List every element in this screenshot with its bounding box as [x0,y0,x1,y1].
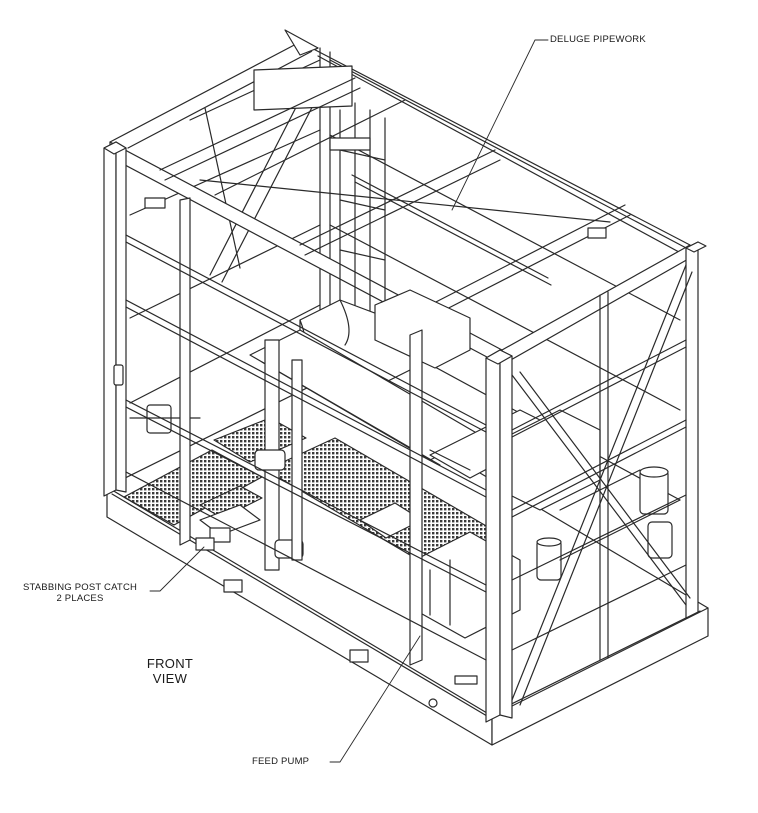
front-view-title: FRONT VIEW [130,656,210,686]
feed-pump-label: FEED PUMP [252,756,310,767]
leader-lines [150,40,548,762]
stabbing-post-catch-line1: STABBING POST CATCH [22,582,138,593]
deluge-pipework-label: DELUGE PIPEWORK [550,34,646,45]
front-frame [104,142,706,722]
front-view-line1: FRONT [146,656,194,671]
stabbing-post-catch-label: STABBING POST CATCH 2 PLACES [10,582,150,604]
stabbing-post-catch-line2: 2 PLACES [56,593,104,604]
stabbing-leader [150,547,204,591]
feed-pump-leader [330,636,420,762]
front-view-line2: VIEW [152,671,188,686]
deluge-leader [452,40,548,210]
